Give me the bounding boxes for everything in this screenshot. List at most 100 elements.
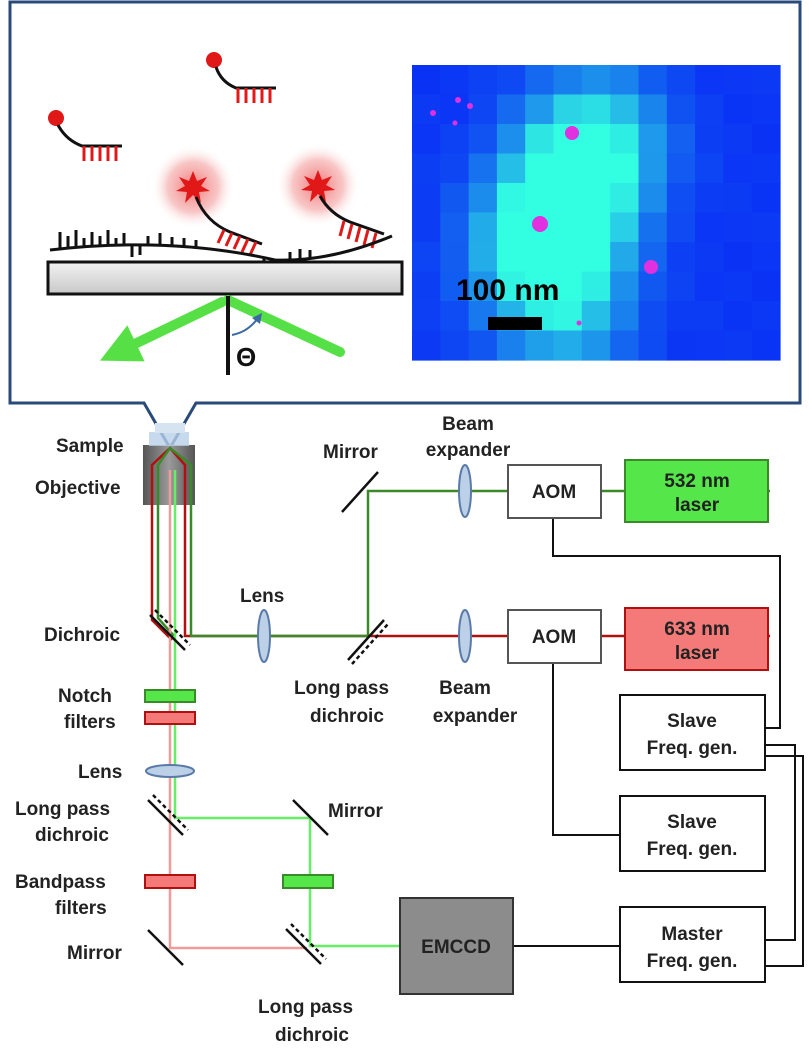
heatmap-pixel <box>440 242 470 273</box>
heatmap-pixel <box>412 242 441 273</box>
label-lpd-left-1: Long pass <box>15 799 110 820</box>
heatmap-pixel <box>412 212 441 243</box>
heatmap-pixel <box>666 153 696 184</box>
heatmap-pixel <box>553 242 583 273</box>
slave-freq-gen-2 <box>619 795 766 872</box>
heatmap-pixel <box>496 94 526 125</box>
laser-532-box <box>624 459 769 523</box>
bound-probe-right <box>318 195 385 249</box>
master-line2: Freq. gen. <box>647 951 738 972</box>
heatmap-pixel <box>581 153 611 184</box>
heatmap-pixel <box>496 242 526 273</box>
heatmap-pixel <box>525 124 555 155</box>
surface-dna-strand <box>49 230 393 270</box>
label-mirror-top: Mirror <box>323 442 379 463</box>
heatmap-pixel <box>695 65 724 96</box>
component-labels: Sample Objective Dichroic Notch filters … <box>15 414 518 1046</box>
heatmap-pixel <box>468 271 498 302</box>
heatmap-pixel <box>412 94 441 125</box>
heatmap-pixel <box>553 271 583 302</box>
heatmap-pixel <box>666 212 696 243</box>
optics-elements <box>147 471 389 966</box>
heatmap-pixel <box>412 301 441 332</box>
heatmap-pixel <box>666 301 696 332</box>
heatmap-pixel <box>496 271 526 302</box>
heatmap-pixel <box>638 183 668 214</box>
aom-box-bottom <box>507 609 602 664</box>
heatmap-pixel <box>496 65 526 96</box>
label-notch-1: Notch <box>58 686 112 707</box>
heatmap-pixel <box>695 153 724 184</box>
heatmap-pixel <box>695 94 724 125</box>
label-lpd-bottom-2: dichroic <box>275 1025 349 1046</box>
heatmap-pixel <box>638 271 668 302</box>
heatmap-pixel <box>440 124 470 155</box>
label-dichroic: Dichroic <box>44 625 120 646</box>
heatmap-pixel <box>468 94 498 125</box>
label-sample: Sample <box>56 436 124 457</box>
heatmap-pixel <box>695 271 724 302</box>
label-beam-exp-top-1: Beam <box>442 414 494 435</box>
label-lpd-bottom-1: Long pass <box>258 997 353 1018</box>
heatmap-pixel <box>525 94 555 125</box>
heatmap-pixel <box>553 65 583 96</box>
lenses <box>145 464 472 778</box>
heatmap-pixel <box>638 330 668 361</box>
label-beam-exp-top-2: expander <box>426 440 511 461</box>
heatmap-pixel <box>666 65 696 96</box>
label-notch-2: filters <box>64 712 116 733</box>
label-lens-middle: Lens <box>240 586 284 607</box>
heatmap-pixel <box>412 330 441 361</box>
heatmap-pixel <box>468 330 498 361</box>
heatmap-pixel <box>525 242 555 273</box>
heatmap-pixel <box>496 153 526 184</box>
scale-bar <box>488 317 542 330</box>
heatmap-pixel <box>581 330 611 361</box>
heatmap-pixel <box>638 124 668 155</box>
laser-633-line1: 633 nm <box>664 619 729 640</box>
laser-532-line2: laser <box>675 495 720 516</box>
localization-image: 100 nm <box>412 65 781 361</box>
probe-strand-left <box>48 110 122 161</box>
heatmap-pixel <box>610 124 640 155</box>
heatmap-pixel <box>751 301 781 332</box>
heatmap-pixel <box>695 242 724 273</box>
heatmap-pixel <box>440 271 470 302</box>
fluorophore-star-right <box>301 170 335 202</box>
heatmap-pixel <box>412 65 441 96</box>
heatmap-pixel <box>751 94 781 125</box>
laser-633-line2: laser <box>675 643 720 664</box>
heatmap-pixel <box>440 212 470 243</box>
heatmap-pixel <box>695 183 724 214</box>
heatmap-pixel <box>723 271 753 302</box>
heatmap-pixel <box>553 301 583 332</box>
heatmap-pixel <box>723 183 753 214</box>
heatmap-pixel <box>525 183 555 214</box>
heatmap-pixel <box>525 65 555 96</box>
heatmap-pixel <box>496 212 526 243</box>
heatmap-pixel <box>610 301 640 332</box>
label-mirror-left: Mirror <box>67 943 123 964</box>
slave2-line2: Freq. gen. <box>647 839 738 860</box>
heatmap-pixel <box>553 212 583 243</box>
heatmap-pixel <box>525 153 555 184</box>
slave1-line1: Slave <box>667 711 717 732</box>
heatmap-pixel <box>496 183 526 214</box>
heatmap-pixel <box>638 153 668 184</box>
label-bandpass-1: Bandpass <box>15 872 106 893</box>
heatmap-pixel <box>723 153 753 184</box>
heatmap-pixel <box>666 183 696 214</box>
heatmap-pixel <box>751 124 781 155</box>
heatmap-pixel <box>610 153 640 184</box>
heatmap-pixel <box>440 94 470 125</box>
tirf-beam <box>99 295 345 362</box>
glass-slide <box>46 260 404 296</box>
wiring <box>513 519 804 967</box>
heatmap-pixel <box>695 330 724 361</box>
heatmap-pixel <box>440 301 470 332</box>
laser-633-box <box>624 607 769 671</box>
heatmap-pixel <box>468 183 498 214</box>
heatmap-pixel <box>525 330 555 361</box>
heatmap-pixel <box>666 330 696 361</box>
